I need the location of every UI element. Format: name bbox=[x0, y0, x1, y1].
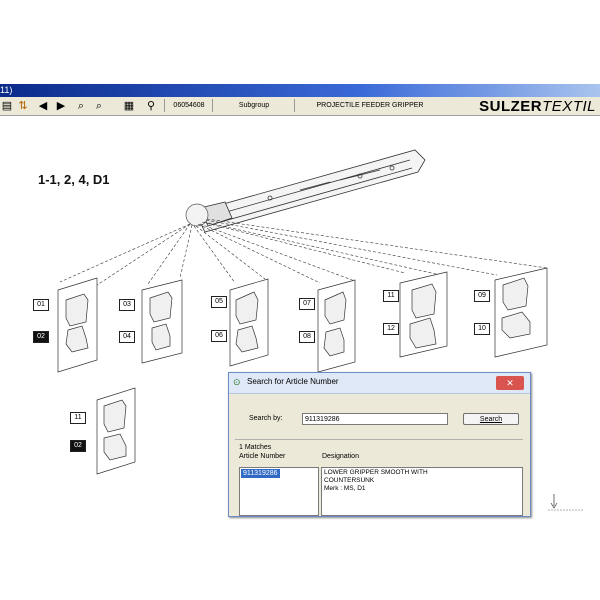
print-icon[interactable]: ▤ bbox=[1, 100, 13, 112]
part-label-12[interactable]: 12 bbox=[383, 323, 399, 335]
subgroup-field: Subgroup bbox=[212, 99, 295, 112]
search-article-dialog: ⊙ Search for Article Number ✕ Search by:… bbox=[228, 372, 531, 517]
result-article-item[interactable]: 911319286 bbox=[241, 469, 280, 478]
part-label-08[interactable]: 08 bbox=[299, 331, 315, 343]
binoculars-icon[interactable]: ⚲ bbox=[146, 100, 156, 112]
designation-header: Designation bbox=[322, 453, 359, 460]
figure-label: 1-1, 2, 4, D1 bbox=[38, 172, 110, 187]
designation-box: LOWER GRIPPER SMOOTH WITH COUNTERSUNK Me… bbox=[321, 467, 523, 516]
part-label-10[interactable]: 10 bbox=[474, 323, 490, 335]
part-label-01[interactable]: 01 bbox=[33, 299, 49, 311]
search-button[interactable]: Search bbox=[463, 413, 519, 425]
corner-marker bbox=[548, 494, 584, 511]
part-label-02-lower[interactable]: 02 bbox=[70, 440, 86, 452]
assembly-name-field: PROJECTILE FEEDER GRIPPER bbox=[294, 99, 445, 112]
part-label-03[interactable]: 03 bbox=[119, 299, 135, 311]
toolbar: ▤ ⇅ ◀ ▶ ⌕ ⌕ ▦ ⚲ 06054608 Subgroup PROJEC… bbox=[0, 97, 600, 116]
match-count: 1 Matches bbox=[239, 444, 272, 451]
gripper-bar-illustration bbox=[194, 149, 426, 233]
result-designation: LOWER GRIPPER SMOOTH WITH COUNTERSUNK Me… bbox=[324, 469, 428, 492]
dialog-title: Search for Article Number bbox=[247, 377, 339, 386]
detail-leader-lines bbox=[59, 218, 548, 286]
sort-icon[interactable]: ⇅ bbox=[18, 100, 28, 112]
zoom-out-icon[interactable]: ⌕ bbox=[95, 100, 103, 112]
part-label-11-lower[interactable]: 11 bbox=[70, 412, 86, 424]
close-button[interactable]: ✕ bbox=[496, 376, 524, 390]
document-icon[interactable]: ▦ bbox=[123, 100, 135, 112]
search-input[interactable]: 911319286 bbox=[302, 413, 448, 425]
detail-circle bbox=[185, 203, 209, 227]
part-label-05[interactable]: 05 bbox=[211, 296, 227, 308]
dialog-title-bar: ⊙ Search for Article Number ✕ bbox=[229, 373, 530, 394]
gripper-parts bbox=[65, 277, 531, 461]
window-title: 11) bbox=[0, 85, 13, 95]
article-number-header: Article Number bbox=[239, 453, 286, 460]
part-label-09[interactable]: 09 bbox=[474, 290, 490, 302]
part-label-02[interactable]: 02 bbox=[33, 331, 49, 343]
window-title-bar: 11) bbox=[0, 84, 600, 97]
sulzer-logo: SULZERTEXTIL bbox=[479, 98, 596, 115]
zoom-in-icon[interactable]: ⌕ bbox=[77, 100, 85, 112]
part-label-06[interactable]: 06 bbox=[211, 330, 227, 342]
search-app-icon: ⊙ bbox=[233, 377, 241, 387]
back-arrow-icon[interactable]: ◀ bbox=[38, 100, 48, 112]
part-label-11[interactable]: 11 bbox=[383, 290, 399, 302]
article-number-field: 06054608 bbox=[164, 99, 213, 112]
divider bbox=[235, 439, 523, 440]
search-by-label: Search by: bbox=[249, 415, 283, 422]
part-label-04[interactable]: 04 bbox=[119, 331, 135, 343]
part-label-07[interactable]: 07 bbox=[299, 298, 315, 310]
forward-arrow-icon[interactable]: ▶ bbox=[56, 100, 66, 112]
article-list[interactable]: 911319286 bbox=[239, 467, 319, 516]
